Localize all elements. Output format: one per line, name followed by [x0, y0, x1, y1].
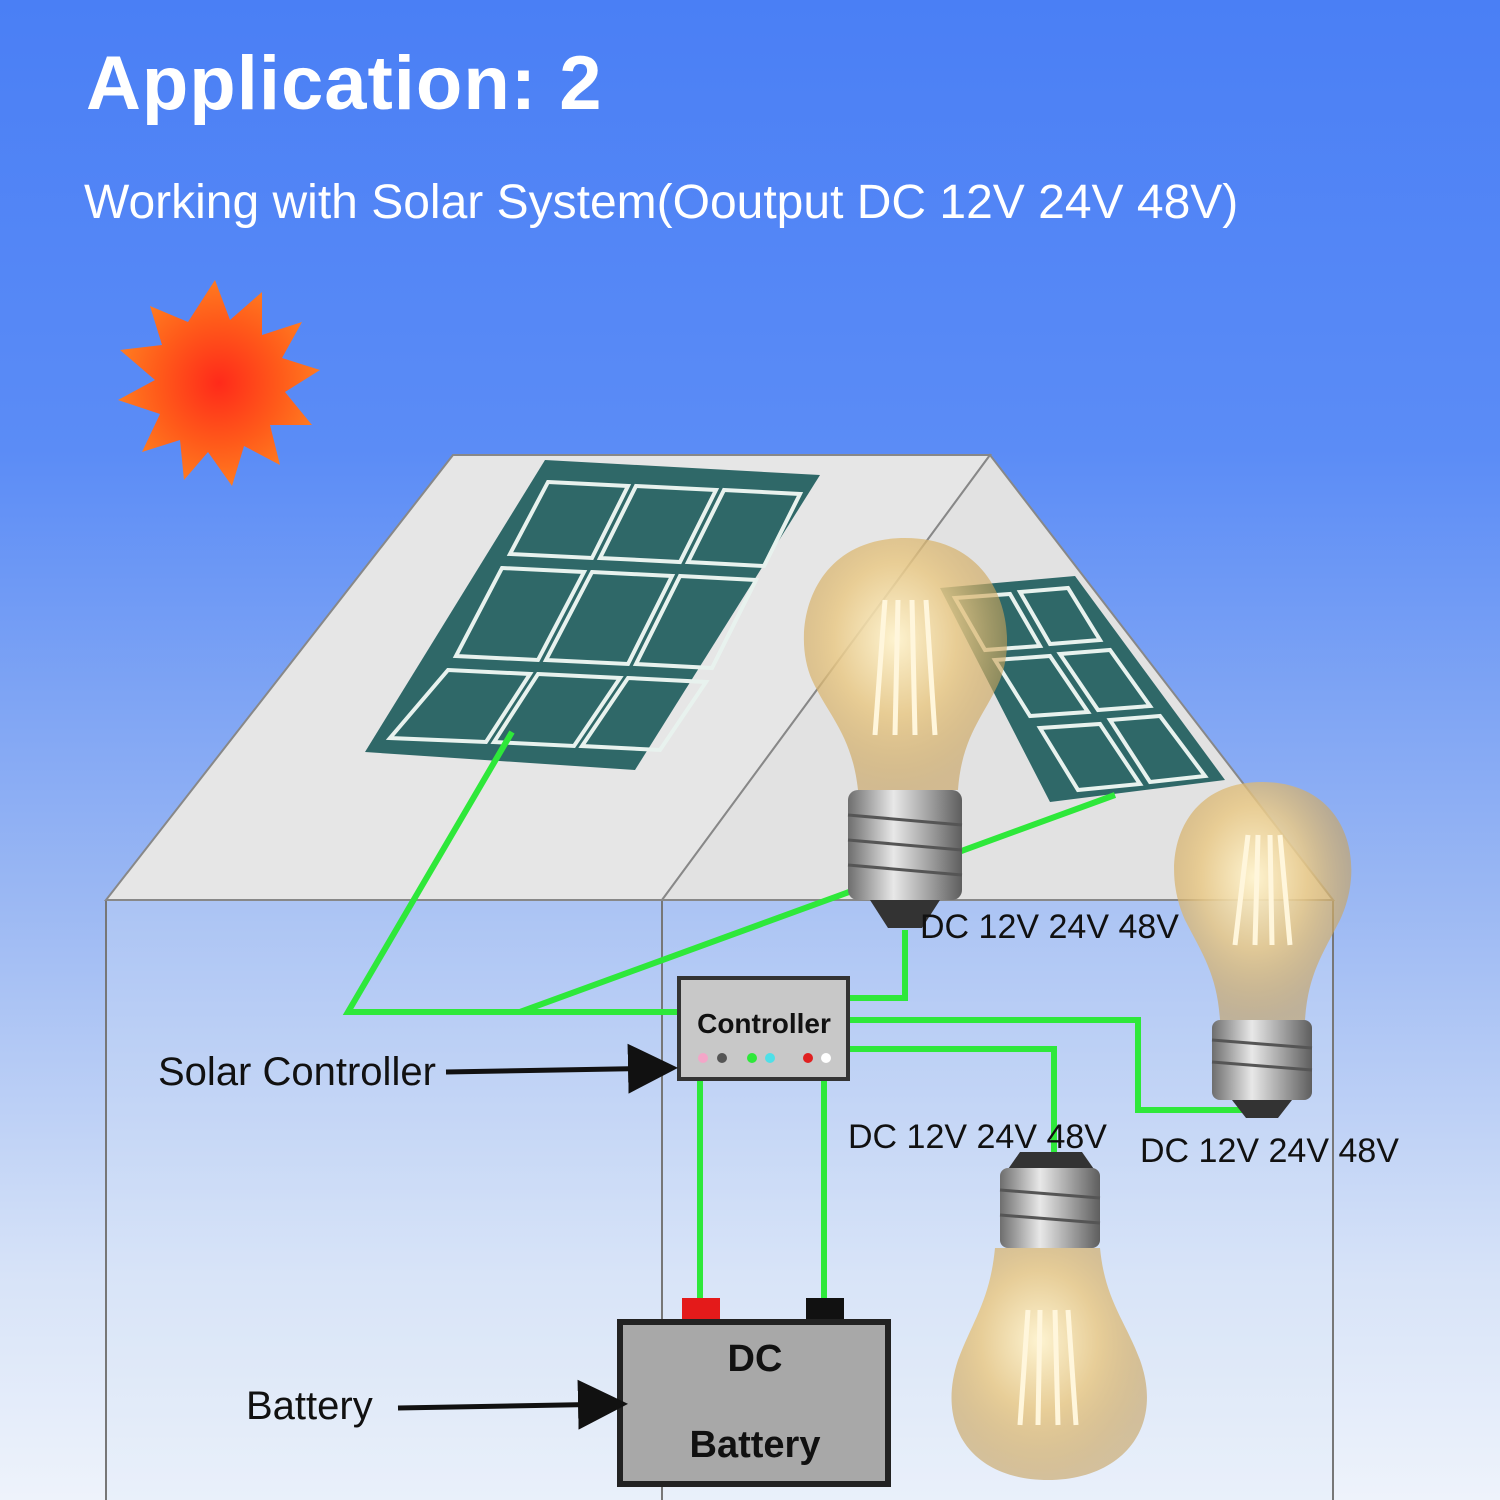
light-bulb-icon [1174, 782, 1352, 1118]
wire-bulb-1 [848, 930, 908, 1001]
wires [342, 730, 1252, 1300]
battery-icon [617, 1298, 891, 1487]
arrow-icon [445, 1043, 678, 1094]
arrow-icon [397, 1379, 628, 1430]
light-bulb-icon [803, 538, 1008, 928]
page-title: Application: 2 [86, 41, 603, 126]
wire-right-panel [518, 792, 1117, 1015]
page-subtitle: Working with Solar System(Ooutput DC 12V… [84, 176, 1239, 229]
light-bulb-icon [951, 1152, 1147, 1480]
wire-left-panel [342, 730, 678, 1015]
wire-bulb-3 [848, 1017, 1252, 1113]
solar-panel-icon [940, 576, 1225, 802]
battery-box-line1: DC [727, 1338, 783, 1380]
bulb-voltage-label-2: DC 12V 24V 48V [848, 1118, 1107, 1156]
controller-icon [677, 976, 850, 1081]
bulb-voltage-label-3: DC 12V 24V 48V [1140, 1132, 1399, 1170]
battery-label: Battery [246, 1384, 373, 1428]
solar-controller-label: Solar Controller [158, 1050, 436, 1094]
sun-icon [118, 280, 320, 486]
battery-box-line2: Battery [689, 1424, 821, 1466]
bulb-voltage-label-1: DC 12V 24V 48V [920, 908, 1179, 946]
wire-bulb-2 [848, 1046, 1057, 1160]
solar-panel-icon [365, 460, 820, 770]
controller-label: Controller [697, 1008, 831, 1039]
